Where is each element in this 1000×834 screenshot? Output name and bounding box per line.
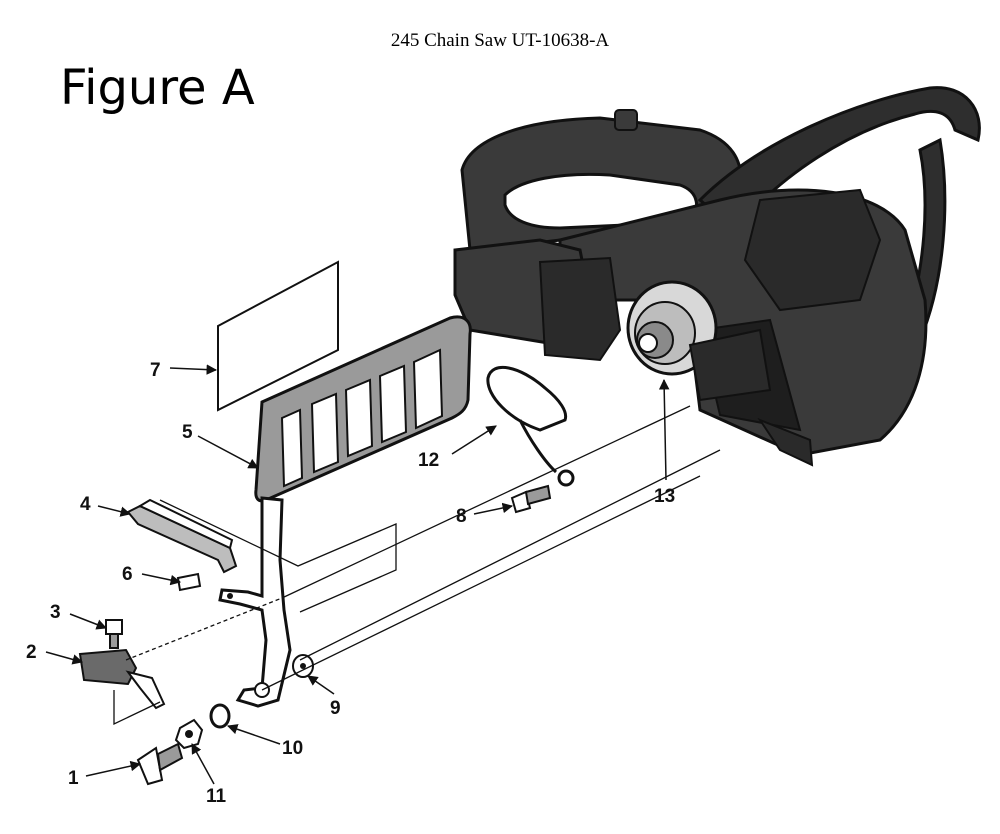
part-10-washer bbox=[209, 703, 231, 729]
callout-2: 2 bbox=[26, 642, 37, 663]
part-6-pin bbox=[176, 572, 202, 592]
part-3-bolt bbox=[105, 619, 123, 649]
callout-3: 3 bbox=[50, 602, 61, 623]
part-7-plate bbox=[217, 260, 339, 412]
part-8-screw bbox=[510, 484, 552, 514]
part-2-latch bbox=[78, 648, 166, 710]
callout-10: 10 bbox=[282, 738, 303, 759]
callout-8: 8 bbox=[456, 506, 467, 527]
callout-4: 4 bbox=[80, 494, 91, 515]
callout-13: 13 bbox=[654, 486, 675, 507]
part-12-spring bbox=[486, 366, 575, 487]
part-5-hand-guard bbox=[218, 315, 472, 708]
callout-11: 11 bbox=[206, 786, 227, 807]
alignment-lines bbox=[113, 405, 721, 726]
callout-12: 12 bbox=[418, 450, 439, 471]
part-9-washer bbox=[292, 654, 314, 678]
callout-1: 1 bbox=[68, 768, 79, 789]
chain-saw-body bbox=[453, 86, 981, 467]
document-title: 245 Chain Saw UT-10638-A bbox=[390, 30, 610, 51]
part-4-bracket bbox=[126, 498, 238, 574]
callout-9: 9 bbox=[330, 698, 341, 719]
callout-6: 6 bbox=[122, 564, 133, 585]
figure-heading: Figure A bbox=[60, 60, 255, 116]
part-1-screw bbox=[136, 742, 184, 786]
callout-5: 5 bbox=[182, 422, 193, 443]
callout-leaders bbox=[45, 364, 670, 785]
callout-labels: 1 2 3 4 5 6 7 8 9 10 11 12 13 bbox=[26, 360, 675, 807]
callout-7: 7 bbox=[150, 360, 161, 381]
